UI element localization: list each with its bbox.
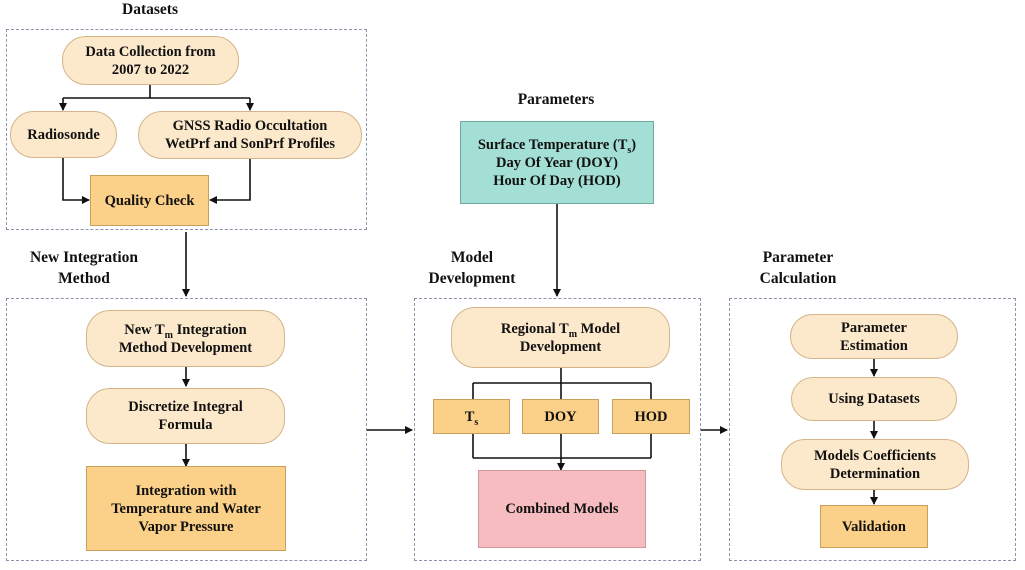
integration-group: [6, 298, 367, 561]
doy-node-label: DOY: [544, 408, 577, 425]
new-integration-title: New Integration Method: [29, 249, 139, 287]
regional-tm-line1: Regional Tm Model: [500, 320, 621, 340]
hod-label: Hour Of Day (HOD): [493, 172, 621, 189]
integration-with-line2: Temperature and Water: [111, 500, 261, 517]
model-development-title: Model Development: [428, 249, 516, 287]
hod-node-label: HOD: [634, 408, 668, 425]
ts-label: Ts: [464, 408, 479, 428]
new-tm-line1: New Tm Integration: [124, 321, 247, 341]
using-datasets-label: Using Datasets: [828, 391, 920, 407]
combined-models-node: Combined Models: [478, 470, 646, 548]
parameter-estimation-node: Parameter Estimation: [790, 314, 958, 359]
calculation-group: [729, 298, 1016, 561]
datasets-title: Datasets: [122, 1, 178, 18]
combined-models-label: Combined Models: [505, 501, 619, 517]
regional-tm-line2: Development: [519, 338, 602, 355]
parameters-node: Surface Temperature (Ts) Day Of Year (DO…: [460, 121, 654, 204]
hod-node: HOD: [612, 399, 690, 434]
integration-with-line3: Vapor Pressure: [138, 518, 234, 535]
using-datasets-node: Using Datasets: [791, 377, 957, 421]
radiosonde-label: Radiosonde: [27, 126, 100, 143]
models-coefficients-line2: Determination: [829, 465, 921, 482]
regional-tm-node: Regional Tm Model Development: [451, 307, 670, 368]
datasets-group: [6, 29, 367, 230]
gnss-line1: GNSS Radio Occultation: [172, 118, 328, 134]
quality-check-node: Quality Check: [90, 175, 209, 226]
parameter-calculation-title: Parameter Calculation: [759, 249, 837, 287]
models-coefficients-node: Models Coefficients Determination: [781, 439, 969, 490]
discretize-node: Discretize Integral Formula: [86, 388, 285, 444]
doy-node: DOY: [522, 399, 599, 434]
parameter-estimation-line1: Parameter: [840, 319, 907, 336]
data-collection-node: Data Collection from 2007 to 2022: [62, 36, 239, 85]
discretize-line1: Discretize Integral: [128, 399, 243, 415]
discretize-line2: Formula: [158, 417, 213, 433]
radiosonde-node: Radiosonde: [10, 111, 117, 158]
parameters-title: Parameters: [517, 91, 595, 108]
parameter-estimation-line2: Estimation: [840, 337, 908, 354]
doy-label: Day Of Year (DOY): [495, 154, 618, 171]
model-group: [414, 298, 701, 561]
data-collection-line2: 2007 to 2022: [111, 61, 190, 78]
new-tm-node: New Tm Integration Method Development: [86, 310, 285, 367]
data-collection-line1: Data Collection from: [85, 43, 216, 60]
validation-label: Validation: [842, 518, 906, 535]
surface-temperature-label: Surface Temperature (Ts): [477, 136, 637, 156]
quality-check-label: Quality Check: [104, 192, 195, 209]
integration-with-line1: Integration with: [135, 482, 237, 499]
integration-with-node: Integration with Temperature and Water V…: [86, 466, 286, 551]
validation-node: Validation: [820, 505, 928, 548]
new-tm-line2: Method Development: [118, 339, 253, 356]
ts-node: Ts: [433, 399, 510, 434]
gnss-line2: WetPrf and SonPrf Profiles: [164, 136, 336, 152]
gnss-node: GNSS Radio Occultation WetPrf and SonPrf…: [138, 111, 362, 159]
models-coefficients-line1: Models Coefficients: [813, 447, 936, 464]
